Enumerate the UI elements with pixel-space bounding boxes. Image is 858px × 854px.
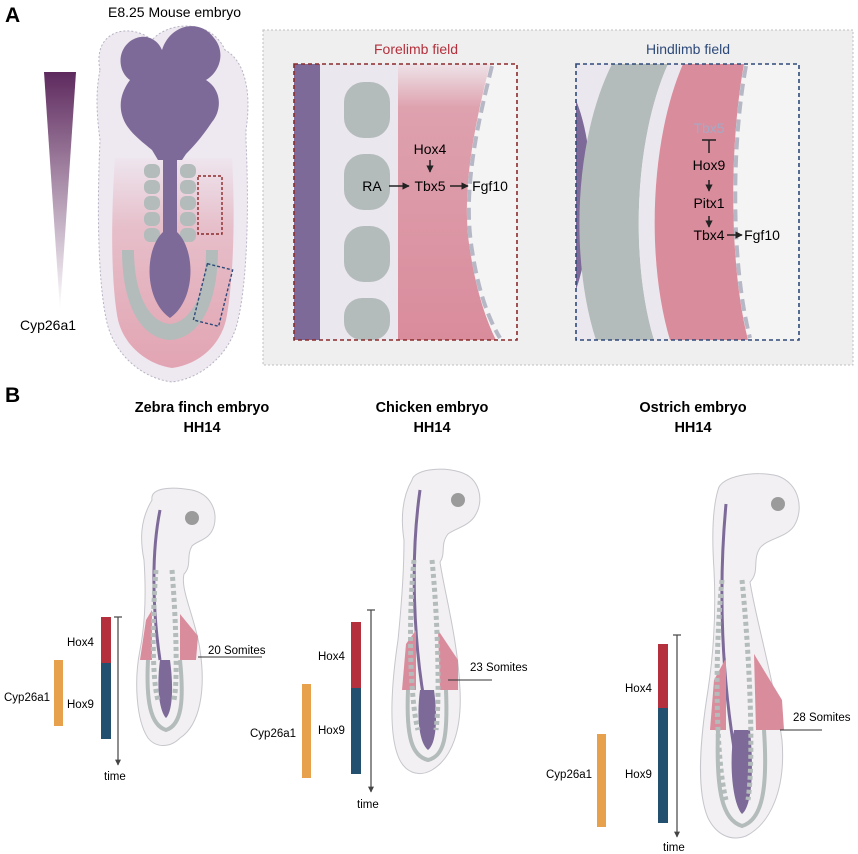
hindlimb-tbx4-node: Tbx4 (693, 227, 724, 243)
hindlimb-field-title: Hindlimb field (646, 41, 730, 57)
ostrich-somites-label: 28 Somites (793, 712, 851, 724)
forelimb-inset: Forelimb field Hox4 RA Tbx5 Fgf10 (293, 41, 518, 341)
ostrich-time-label: time (663, 842, 685, 854)
forelimb-field-box (293, 63, 518, 341)
ostrich-cyp26a1-bar (597, 734, 606, 827)
ostrich-hox9-label: Hox9 (625, 769, 652, 781)
ostrich-hox4-label: Hox4 (625, 683, 652, 695)
forelimb-hox4-node: Hox4 (414, 141, 447, 157)
hindlimb-field-marker (192, 262, 234, 328)
hindlimb-fgf10-node: Fgf10 (744, 227, 780, 243)
ostrich-embryo (699, 473, 800, 839)
ostrich-cyp26a1-label: Cyp26a1 (546, 769, 592, 781)
zebra-finch-somites-label: 20 Somites (208, 645, 266, 657)
zebra-finch-title: Zebra finch embryo (135, 400, 270, 416)
forelimb-fgf10-node: Fgf10 (472, 178, 508, 194)
mouse-embryo-title: E8.25 Mouse embryo (108, 4, 241, 20)
chicken-somites-label: 23 Somites (470, 662, 528, 674)
chicken-hox9-label: Hox9 (318, 725, 345, 737)
zebra-finch-hox9-label: Hox9 (67, 699, 94, 711)
chicken-embryo (391, 468, 481, 774)
ostrich-stage: HH14 (674, 420, 711, 436)
chicken-cyp26a1-bar (302, 684, 311, 778)
cyp26a1-gradient-label: Cyp26a1 (20, 317, 76, 333)
ostrich-hox9-bar (658, 708, 668, 823)
hindlimb-inset: Hindlimb field Tbx5 Hox9 Pitx1 Tbx4 Fgf1… (575, 41, 800, 341)
hindlimb-tbx5-node: Tbx5 (693, 120, 724, 136)
chicken-cyp26a1-label: Cyp26a1 (250, 728, 296, 740)
ostrich-title: Ostrich embryo (639, 400, 746, 416)
zebra-finch-stage: HH14 (183, 420, 220, 436)
zebra-finch-embryo (136, 487, 216, 746)
chicken-time-label: time (357, 799, 379, 811)
hindlimb-pitx1-node: Pitx1 (693, 195, 724, 211)
chicken-hox4-bar (351, 622, 361, 688)
ra-cyp26a1-gradient (44, 72, 76, 310)
zebra-finch-hox9-bar (101, 663, 111, 739)
zebra-finch-cyp26a1-bar (54, 660, 63, 726)
chicken-hox9-bar (351, 688, 361, 774)
ostrich-hox4-bar (658, 644, 668, 708)
panel-b-letter: B (5, 384, 20, 407)
zebra-finch-cyp26a1-label: Cyp26a1 (4, 692, 50, 704)
forelimb-field-title: Forelimb field (374, 41, 458, 57)
hindlimb-field-box (575, 63, 800, 341)
zebra-finch-hox4-label: Hox4 (67, 637, 94, 649)
chicken-title: Chicken embryo (376, 400, 489, 416)
zebra-finch-time-label: time (104, 771, 126, 783)
forelimb-ra-node: RA (362, 178, 382, 194)
hindlimb-hox9-node: Hox9 (693, 157, 726, 173)
chicken-hox4-label: Hox4 (318, 651, 345, 663)
forelimb-tbx5-node: Tbx5 (414, 178, 445, 194)
chicken-stage: HH14 (413, 420, 450, 436)
zebra-finch-hox4-bar (101, 617, 111, 663)
mouse-embryo (96, 25, 249, 383)
forelimb-field-marker (197, 175, 223, 235)
panel-a-letter: A (5, 4, 20, 27)
